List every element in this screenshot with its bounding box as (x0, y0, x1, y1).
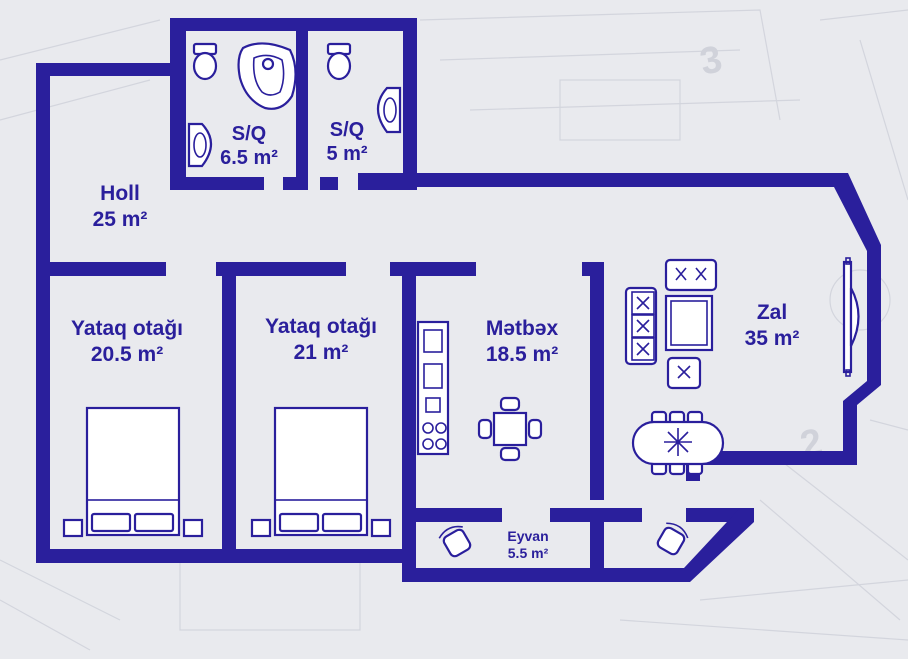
toilet-icon (192, 42, 218, 81)
bathtub-icon (237, 42, 297, 110)
room-label-holl: Holl 25 m² (93, 182, 148, 231)
room-label-bedroom-2: Yataq otağı 21 m² (265, 315, 377, 364)
room-name: Mətbəx (486, 317, 559, 340)
sink-icon (187, 122, 213, 168)
room-name: S/Q (232, 123, 266, 145)
room-area: 5.5 m² (508, 545, 549, 561)
room-name: Zal (757, 301, 787, 324)
room-area: 5 m² (326, 143, 367, 165)
room-area: 6.5 m² (220, 147, 278, 169)
bed-1-icon (62, 406, 204, 538)
room-name: S/Q (330, 119, 364, 141)
bathroom-1-fixtures (187, 42, 297, 168)
balcony-chair-1-icon (438, 525, 472, 558)
room-area: 21 m² (294, 341, 349, 364)
room-name: Yataq otağı (71, 317, 183, 340)
room-label-eyvan: Eyvan 5.5 m² (507, 528, 548, 561)
room-name: Yataq otağı (265, 315, 377, 338)
sink-icon (376, 86, 402, 134)
room-label-kitchen: Mətbəx 18.5 m² (486, 317, 559, 366)
room-name: Eyvan (507, 528, 548, 544)
room-name: Holl (100, 182, 140, 205)
toilet-icon (326, 42, 352, 81)
sofa-icon (624, 286, 658, 366)
kitchen-table-icon (477, 396, 543, 462)
room-label-bedroom-1: Yataq otağı 20.5 m² (71, 317, 183, 366)
kitchen-counter-icon (416, 320, 450, 456)
rug-icon (664, 294, 714, 352)
bed-2-icon (250, 406, 392, 538)
walls (36, 18, 881, 582)
balcony-chair-2-icon (656, 522, 689, 556)
room-label-bathroom-1: S/Q 6.5 m² (220, 123, 278, 169)
room-area: 18.5 m² (486, 343, 558, 366)
bathroom-2-fixtures (326, 42, 402, 134)
room-label-bathroom-2: S/Q 5 m² (326, 119, 367, 165)
room-area: 25 m² (93, 208, 148, 231)
dining-table-icon (631, 410, 725, 476)
armchairs-icon (664, 258, 718, 390)
room-area: 35 m² (745, 327, 800, 350)
room-label-zal: Zal 35 m² (745, 301, 800, 350)
room-area: 20.5 m² (91, 343, 163, 366)
tv-icon (842, 257, 860, 377)
